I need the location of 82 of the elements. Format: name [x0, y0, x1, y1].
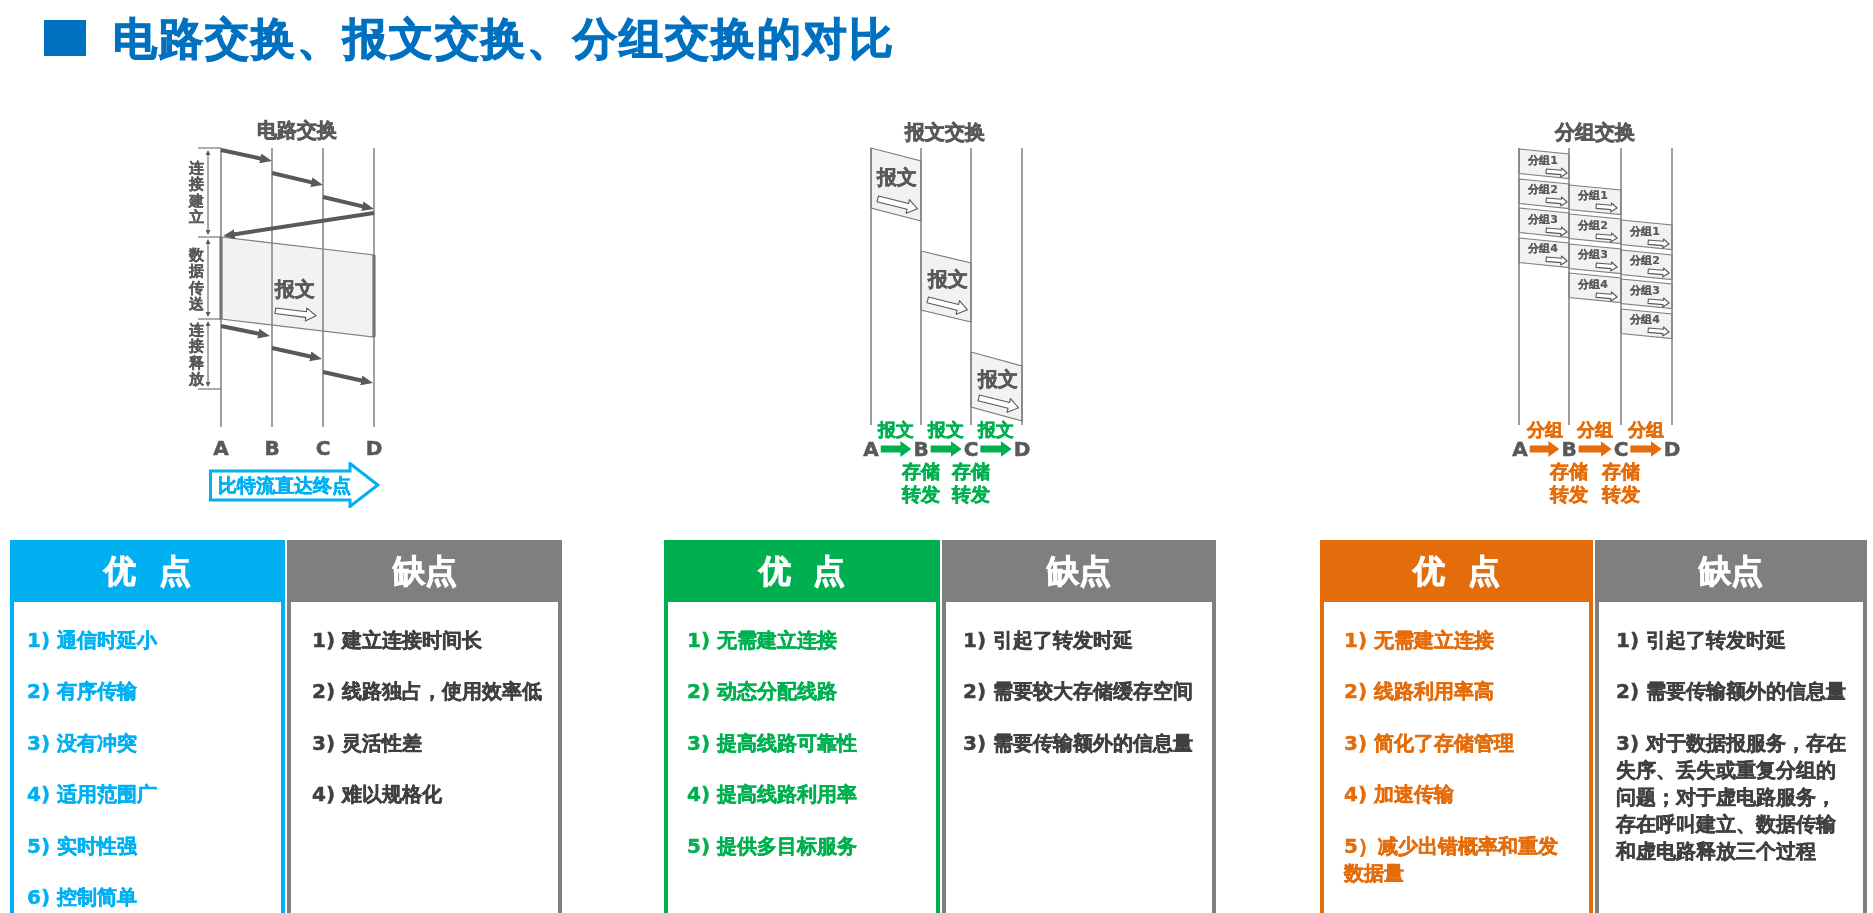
edge-label: 报文 [928, 421, 965, 439]
list-item: 2) 需要较大存储缓存空间 [963, 678, 1194, 705]
list-item: 3) 对于数据报服务，存在失序、丢失或重复分组的问题；对于虚电路服务，存在呼叫建立、数据传输和虚电路释放三个过程 [1616, 729, 1848, 865]
station-label: C [961, 439, 981, 459]
block-label: 分组1 [1630, 225, 1660, 237]
node-caption: 存储转发 [1549, 460, 1589, 506]
section-title: 电路交换 [257, 119, 337, 141]
block-label: 报文 [877, 167, 917, 187]
block-label: 分组4 [1630, 314, 1660, 325]
page-title: 电路交换、报文交换、分组交换的对比 [113, 13, 895, 65]
list-item: 5）减少出错概率和重发数据量 [1344, 832, 1559, 887]
list-item: 2) 动态分配线路 [687, 678, 838, 705]
list-item: 1) 建立连接时间长 [312, 626, 483, 654]
list-item: 2) 线路独占，使用效率低 [312, 678, 543, 705]
panel-header: 优 点 [10, 540, 285, 602]
phase-label: 数据传送 [188, 246, 204, 313]
block-label: 报文 [978, 369, 1018, 389]
edge-label: 报文 [878, 421, 915, 439]
phase-label: 连接建立 [188, 159, 204, 226]
list-item: 1) 无需建立连接 [1344, 626, 1495, 654]
list-item: 6) 控制简单 [27, 884, 138, 911]
block-label: 分组3 [1630, 284, 1660, 296]
list-item: 3) 简化了存储管理 [1344, 729, 1515, 757]
list-item: 2) 线路利用率高 [1344, 678, 1495, 705]
edge-label: 分组 [1628, 421, 1664, 439]
block-label: 分组2 [1630, 255, 1660, 266]
timeline-label: B [264, 438, 280, 458]
block-label: 分组4 [1578, 278, 1608, 290]
block-label: 分组3 [1528, 213, 1558, 225]
list-item: 4) 加速传输 [1344, 781, 1455, 808]
block-label: 报文 [928, 269, 968, 289]
list-item: 4) 提高线路利用率 [687, 781, 858, 808]
arrow [880, 441, 912, 457]
panel-header: 缺点 [287, 540, 562, 602]
list-item: 1) 引起了转发时延 [963, 626, 1134, 654]
node-caption: 存储转发 [901, 460, 941, 506]
panel-header: 缺点 [942, 540, 1216, 602]
node-caption: 存储转发 [951, 460, 991, 506]
block-label: 分组1 [1528, 154, 1558, 166]
list-item: 2) 有序传输 [27, 678, 138, 705]
list-item: 3) 没有冲突 [27, 729, 138, 757]
station-label: D [1011, 439, 1033, 459]
edge-label: 分组 [1526, 421, 1563, 439]
block-arrow-label: 比特流直达终点 [218, 475, 351, 495]
panel-header: 优 点 [664, 540, 940, 602]
edge-label: 报文 [978, 421, 1014, 439]
list-item: 3) 灵活性差 [312, 729, 423, 757]
timeline-label: A [213, 438, 229, 458]
phase-label: 连接释放 [188, 321, 204, 388]
station-label: B [911, 439, 931, 459]
block-label: 分组3 [1578, 249, 1608, 260]
list-item: 4) 适用范围广 [27, 781, 158, 808]
panel-header: 缺点 [1595, 540, 1867, 602]
list-item: 5) 提供多目标服务 [687, 832, 858, 860]
station-label: C [1611, 439, 1631, 459]
list-item: 1) 无需建立连接 [687, 626, 838, 654]
list-item: 1) 通信时延小 [27, 626, 158, 654]
arrow [1578, 441, 1612, 457]
timeline-label: D [365, 438, 383, 458]
timeline-label: C [315, 438, 331, 458]
node-caption: 存储转发 [1601, 460, 1641, 506]
block-label: 分组1 [1578, 190, 1608, 201]
list-item: 1) 引起了转发时延 [1616, 626, 1787, 654]
station-label: B [1559, 439, 1579, 459]
list-item: 3) 提高线路可靠性 [687, 729, 858, 757]
block-label: 分组2 [1528, 184, 1558, 195]
section-title: 分组交换 [1555, 121, 1635, 143]
block-label: 报文 [275, 279, 315, 299]
station-label: A [861, 439, 881, 459]
station-label: A [1510, 439, 1530, 459]
edge-label: 分组 [1577, 421, 1614, 439]
list-item: 5) 实时性强 [27, 832, 138, 860]
list-item: 2) 需要传输额外的信息量 [1616, 678, 1847, 705]
list-item: 4) 难以规格化 [312, 781, 443, 808]
arrow [930, 441, 962, 457]
station-label: D [1661, 439, 1683, 459]
section-title: 报文交换 [905, 121, 985, 143]
panel-header: 优 点 [1320, 540, 1593, 602]
arrow [1529, 441, 1560, 457]
list-item: 3) 需要传输额外的信息量 [963, 729, 1194, 757]
block-label: 分组2 [1578, 219, 1608, 231]
block-label: 分组4 [1528, 243, 1558, 254]
